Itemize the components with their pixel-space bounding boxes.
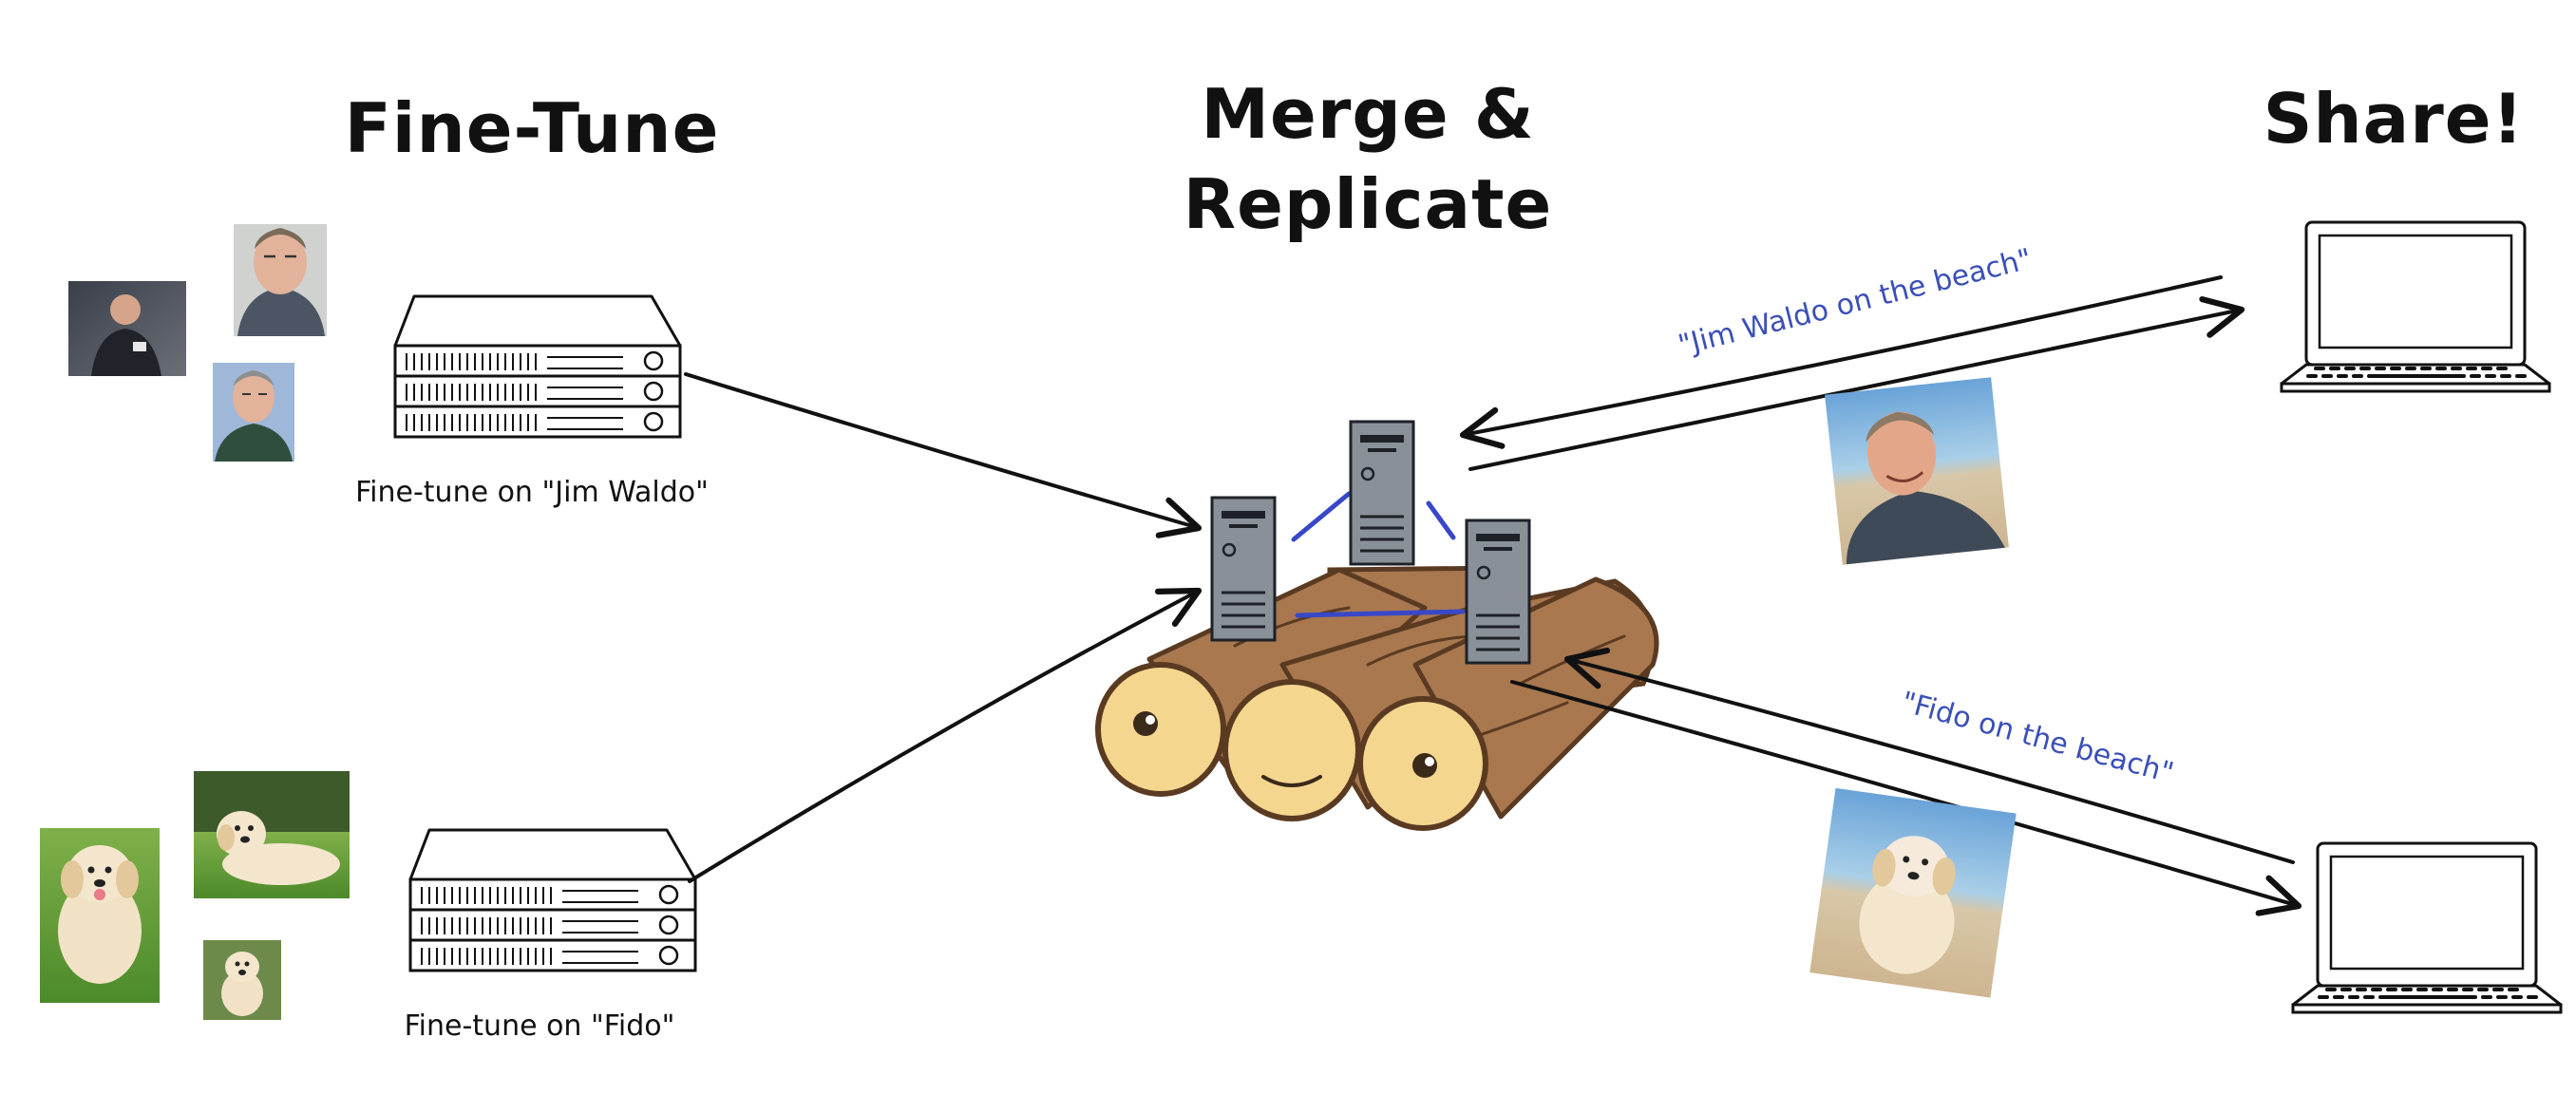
prompt-fido: "Fido on the beach" [1898, 686, 2177, 790]
jim-photo-portrait [234, 224, 327, 336]
rack-server-icon-fido [408, 828, 697, 972]
caption-finetune-jim: Fine-tune on "Jim Waldo" [355, 476, 709, 509]
output-photo-jim-beach [1825, 377, 2009, 565]
merge-title-line1: Merge & [1201, 74, 1534, 154]
jim-photo-conference [68, 281, 186, 376]
output-photo-fido-beach [1809, 787, 2017, 998]
fido-photo-grass [40, 828, 160, 1003]
rack-server-icon-jim [393, 294, 682, 439]
jim-photo-headshot [213, 363, 294, 462]
arrow-jim-to-cluster [684, 372, 1203, 538]
finetune-title: Fine-Tune [345, 88, 720, 168]
caption-finetune-fido: Fine-tune on "Fido" [405, 1009, 675, 1043]
merge-title-line2: Replicate [1184, 164, 1553, 244]
share-title: Share! [2263, 79, 2525, 159]
fido-photo-small [203, 940, 281, 1020]
arrow-cluster-to-laptop-fido [1510, 680, 2302, 916]
replication-link-middle-right [1426, 500, 1456, 540]
fido-photo-lying [194, 771, 350, 898]
prompt-jim: "Jim Waldo on the beach" [1675, 242, 2035, 362]
replication-link-left-middle [1291, 491, 1352, 542]
laptop-icon-jim [2280, 220, 2551, 393]
tower-server-icon-right [1465, 519, 1531, 665]
tower-server-icon-left [1210, 496, 1277, 642]
replication-link-left-right [1295, 609, 1466, 618]
tower-server-icon-middle [1349, 420, 1415, 566]
arrow-laptop-to-cluster-jim [1459, 275, 2223, 449]
arrow-fido-to-cluster [688, 587, 1203, 883]
arrow-laptop-to-cluster-fido [1563, 647, 2295, 864]
laptop-icon-fido [2291, 841, 2563, 1014]
arrow-cluster-to-laptop-jim [1468, 295, 2245, 471]
